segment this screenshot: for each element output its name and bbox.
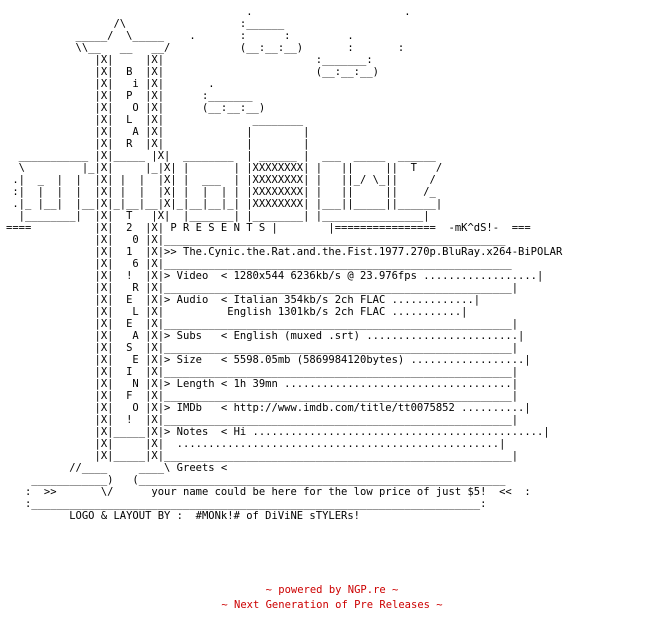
footer-powered-by: ~ powered by NGP.re ~ [265, 584, 399, 596]
footer: ~ powered by NGP.re ~ ~ Next Generation … [0, 583, 664, 613]
nfo-ascii-art: . . /\ :______ _____/ \_____ . : : . \\_… [6, 6, 563, 522]
footer-tagline: ~ Next Generation of Pre Releases ~ [221, 599, 443, 611]
